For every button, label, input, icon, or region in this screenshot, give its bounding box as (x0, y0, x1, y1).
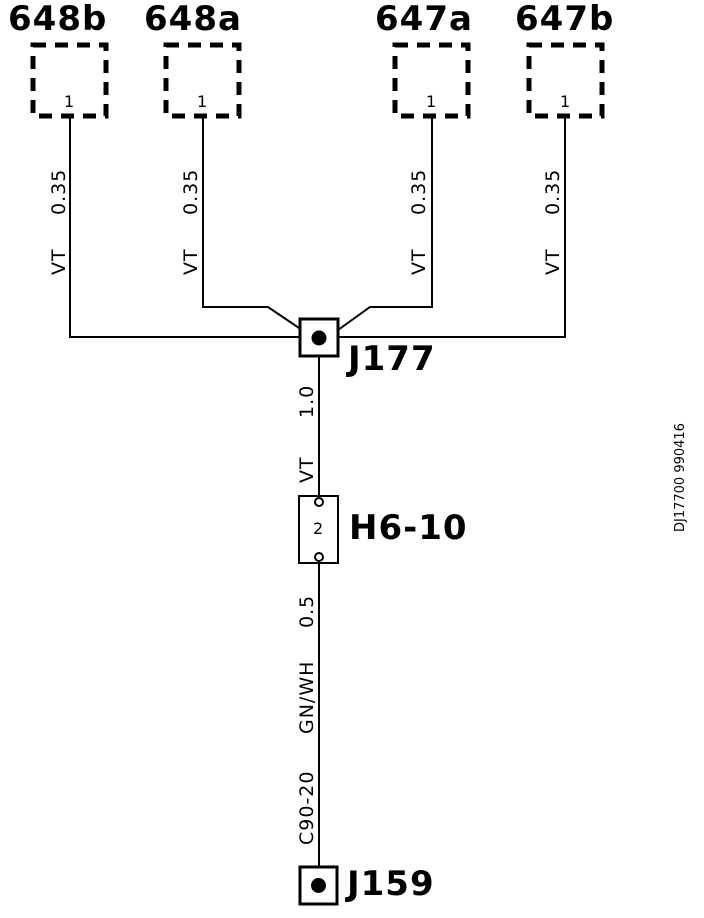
wire-648b (69, 116, 302, 338)
wire-648b-color: VT (48, 248, 70, 275)
splice-j177-dot (311, 330, 327, 346)
wire-647a-size: 0.35 (408, 169, 430, 215)
wire-647a-color: VT (408, 248, 430, 275)
connector-h6-label: H6-10 (349, 508, 468, 548)
splice-j159-label: J159 (345, 864, 435, 904)
connector-647b-label: 647b (515, 0, 614, 39)
splice-j159-dot (311, 878, 326, 893)
wire-j177-h6-size: 1.0 (296, 385, 318, 418)
wire-h6-j159-circuit: C90-20 (296, 771, 318, 845)
wire-648a (202, 116, 303, 331)
wire-647b (338, 116, 566, 338)
wire-j177-h6-color: VT (296, 456, 318, 483)
wire-h6-j159-size: 0.5 (296, 595, 318, 628)
connector-h6-pin-number: 2 (313, 519, 323, 538)
drawing-code: DJ17700 990416 (673, 423, 688, 532)
wire-647b-size: 0.35 (542, 169, 564, 215)
connector-h6-pin-bottom (314, 552, 324, 562)
splice-j177-label: J177 (346, 339, 436, 379)
connector-648a-pin: 1 (197, 92, 207, 111)
wire-648b-size: 0.35 (48, 169, 70, 215)
connector-648b-pin: 1 (64, 92, 74, 111)
connector-647b-pin: 1 (560, 92, 570, 111)
wire-648a-color: VT (180, 248, 202, 275)
connector-647a-pin: 1 (426, 92, 436, 111)
connector-h6-pin-top (314, 497, 324, 507)
wire-647b-color: VT (542, 248, 564, 275)
connector-647a-label: 647a (375, 0, 473, 39)
wire-647a (337, 116, 433, 331)
wire-648a-size: 0.35 (180, 169, 202, 215)
connector-648a-label: 648a (144, 0, 242, 39)
connector-648b-label: 648b (8, 0, 107, 39)
connector-h6-box (298, 495, 339, 564)
wire-h6-j159-color: GN/WH (296, 661, 318, 734)
